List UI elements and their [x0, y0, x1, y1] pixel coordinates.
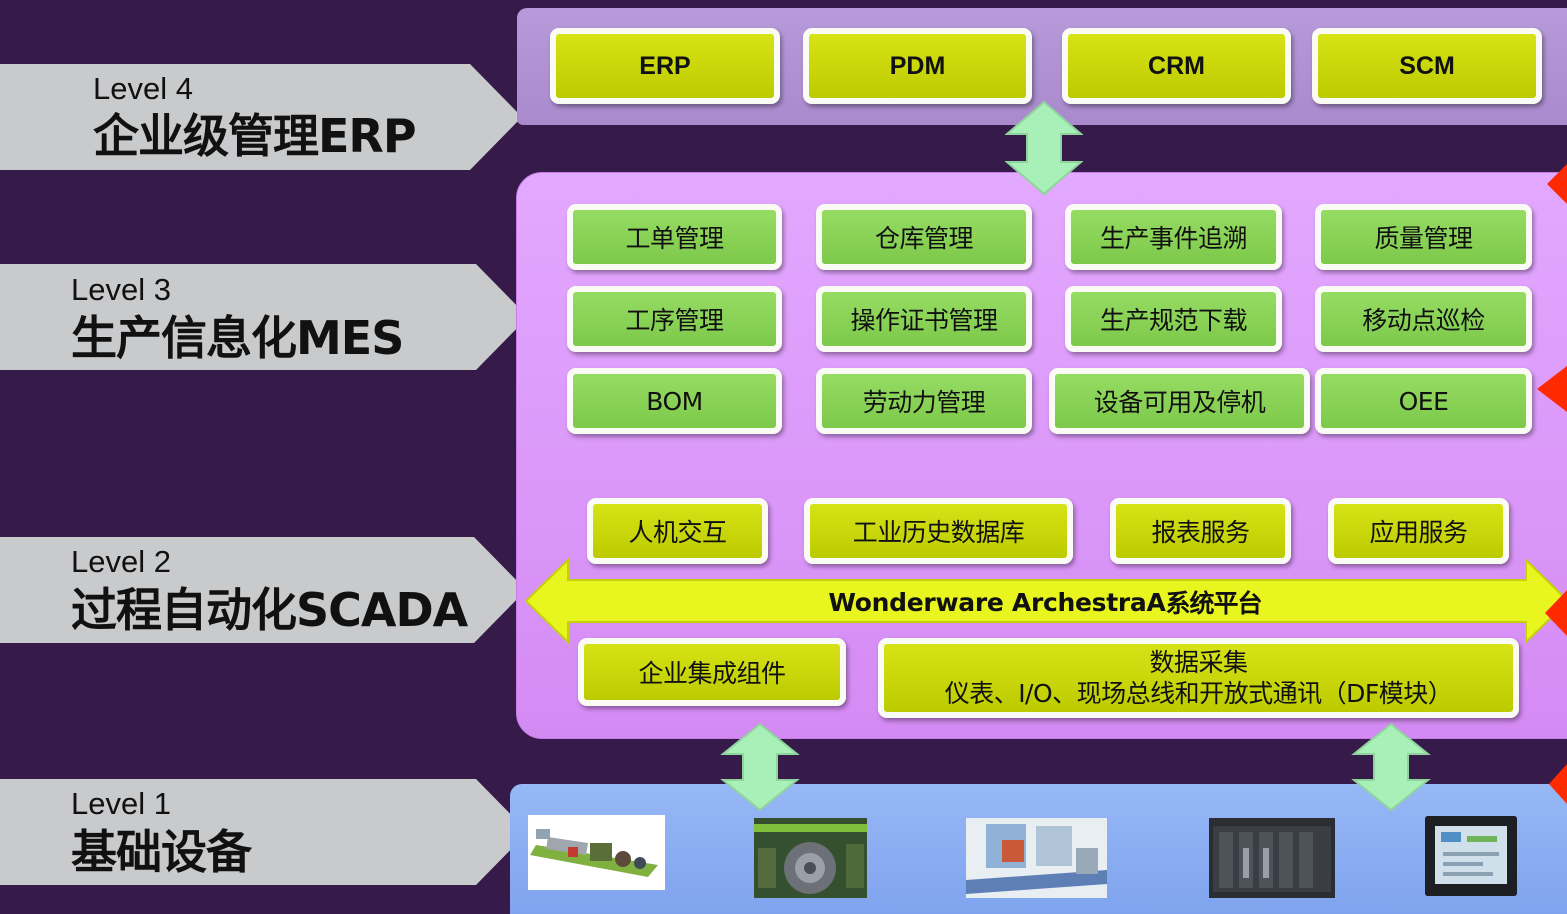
edge-marker-4: [1549, 764, 1567, 804]
level-1-number: Level 1: [71, 786, 171, 821]
l2-l1-connector-arrow-right: [1351, 722, 1431, 812]
acquisition-detail: 仪表、I/O、现场总线和开放式通讯（DF模块）: [944, 679, 1453, 708]
mes-warehouse-box: 仓库管理: [816, 204, 1032, 270]
level-4-arrow-shape: [0, 64, 522, 170]
scada-historian-box: 工业历史数据库: [804, 498, 1073, 564]
scada-app-service-box: 应用服务: [1328, 498, 1509, 564]
level-1-arrow-shape: [0, 779, 528, 885]
plc-rack-drawing: [1209, 818, 1335, 898]
scada-hmi-box: 人机交互: [587, 498, 768, 564]
mes-bom-box: BOM: [567, 368, 782, 434]
level-1-arrow: Level 1 基础设备: [0, 779, 528, 885]
level-3-arrow-shape: [0, 264, 528, 370]
level-3-name: 生产信息化MES: [71, 311, 404, 365]
scm-box: SCM: [1312, 28, 1542, 104]
mes-traceability-box: 生产事件追溯: [1065, 204, 1282, 270]
touch-panel-image: [1425, 816, 1517, 896]
workstation-drawing: [966, 818, 1107, 898]
edge-marker-3: [1545, 590, 1567, 636]
mes-inspection-box: 移动点巡检: [1315, 286, 1532, 352]
mes-spec-download-box: 生产规范下载: [1065, 286, 1282, 352]
level-2-arrow: Level 2 过程自动化SCADA: [0, 537, 526, 643]
mes-downtime-box: 设备可用及停机: [1049, 368, 1310, 434]
level-2-name: 过程自动化SCADA: [71, 583, 468, 637]
mes-labor-box: 劳动力管理: [816, 368, 1032, 434]
mes-work-order-box: 工单管理: [567, 204, 782, 270]
level-2-arrow-shape: [0, 537, 526, 643]
workstation-image: [966, 818, 1107, 898]
scada-integration-box: 企业集成组件: [578, 638, 846, 706]
level-3-number: Level 3: [71, 272, 171, 307]
level-4-number: Level 4: [93, 71, 193, 106]
level-4-arrow: Level 4 企业级管理ERP: [0, 64, 522, 170]
mes-oee-box: OEE: [1315, 368, 1532, 434]
scada-report-box: 报表服务: [1110, 498, 1291, 564]
erp-box: ERP: [550, 28, 780, 104]
acquisition-title: 数据采集: [1149, 648, 1248, 677]
plc-rack-image: [1209, 818, 1335, 898]
touch-panel-drawing: [1425, 816, 1517, 896]
platform-name-bold: Wonderware ArchestraA: [828, 587, 1166, 617]
edge-marker-2: [1537, 366, 1567, 412]
mes-certificate-box: 操作证书管理: [816, 286, 1032, 352]
level-3-arrow: Level 3 生产信息化MES: [0, 264, 528, 370]
crm-box: CRM: [1062, 28, 1291, 104]
platform-name-rest: 系统平台: [1165, 589, 1263, 618]
platform-band-arrow: [524, 557, 1567, 645]
level-1-name: 基础设备: [71, 825, 252, 879]
machine-drawing: [754, 818, 867, 898]
l4-l3-connector-arrow: [1004, 100, 1084, 196]
mes-quality-box: 质量管理: [1315, 204, 1532, 270]
edge-marker-1: [1547, 164, 1567, 204]
level-4-name: 企业级管理ERP: [93, 109, 417, 163]
scada-acquisition-box: 数据采集 仪表、I/O、现场总线和开放式通讯（DF模块）: [878, 638, 1519, 718]
production-line-image: [528, 815, 665, 890]
production-line-drawing: [530, 829, 658, 877]
level-2-number: Level 2: [71, 544, 171, 579]
pdm-box: PDM: [803, 28, 1032, 104]
l2-l1-connector-arrow-left: [720, 722, 800, 812]
machine-image: [754, 818, 867, 898]
mes-process-box: 工序管理: [567, 286, 782, 352]
